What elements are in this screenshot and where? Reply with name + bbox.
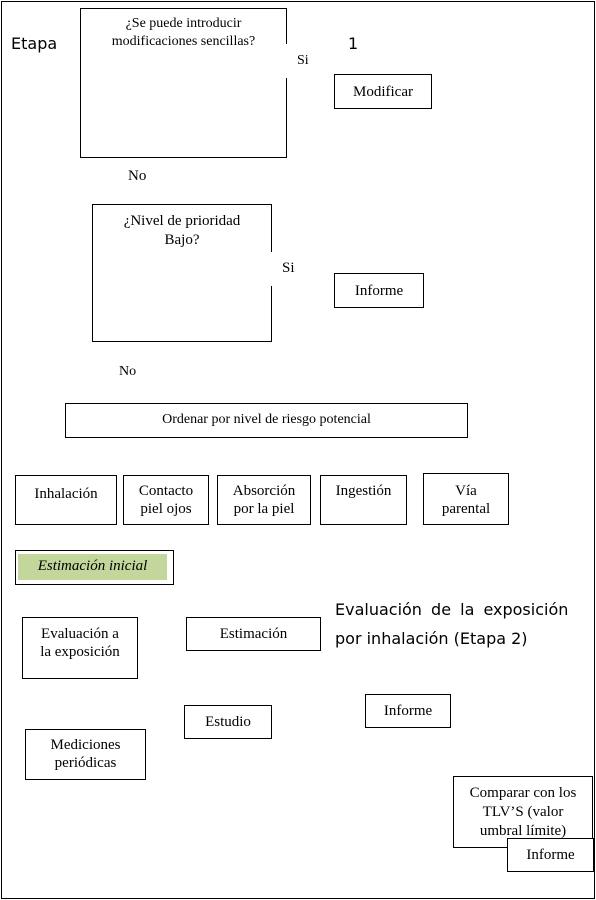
- yes-label-1: Si: [297, 53, 309, 68]
- connector-gap: [283, 44, 289, 78]
- connector-gap: [268, 252, 274, 286]
- route-box-parenteral: Vía parental: [423, 473, 509, 525]
- report-box-1: Informe: [334, 273, 424, 308]
- question-box-modifications: ¿Se puede introducir modificaciones senc…: [80, 8, 287, 158]
- route-box-skin-absorption: Absorción por la piel: [217, 475, 311, 525]
- stage-label: Etapa: [11, 34, 58, 53]
- route-box-inhalation: Inhalación: [15, 475, 117, 525]
- report-box-2: Informe: [365, 694, 451, 728]
- report-box-3: Informe: [507, 838, 594, 872]
- route-box-skin-eye-contact: Contacto piel ojos: [123, 475, 209, 525]
- initial-estimation-highlight: [18, 554, 167, 580]
- estimation-box: Estimación: [186, 617, 321, 651]
- inhalation-heading-line2: por inhalación (Etapa 2): [335, 629, 528, 648]
- study-box: Estudio: [184, 705, 272, 739]
- stage-number: 1: [348, 34, 359, 53]
- modify-box: Modificar: [334, 74, 432, 109]
- exposure-evaluation-box: Evaluación a la exposición: [22, 617, 138, 679]
- inhalation-heading-line1: Evaluación de la exposición: [335, 600, 569, 619]
- route-box-ingestion: Ingestión: [320, 475, 407, 525]
- yes-label-2: Si: [282, 260, 295, 276]
- no-label-2: No: [119, 364, 137, 379]
- question-box-priority: ¿Nivel de prioridad Bajo?: [92, 204, 272, 342]
- periodic-measurements-box: Mediciones periódicas: [25, 729, 146, 780]
- initial-estimation-label: Estimación inicial: [37, 558, 148, 574]
- order-by-risk-box: Ordenar por nivel de riesgo potencial: [65, 403, 468, 438]
- no-label-1: No: [128, 168, 147, 184]
